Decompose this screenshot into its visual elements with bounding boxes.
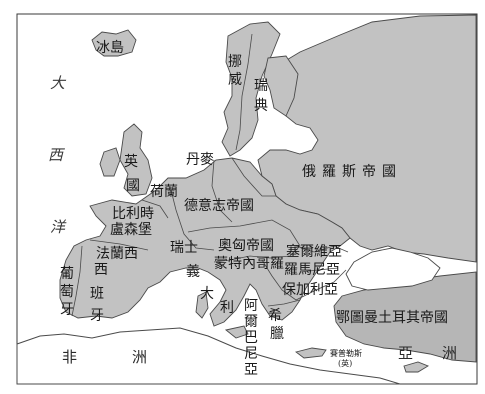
region-cyprus	[403, 361, 430, 373]
label-sweden-2: 典	[254, 98, 268, 114]
label-africa-2: 洲	[132, 348, 147, 366]
label-switzerland: 瑞士	[170, 240, 198, 256]
label-cyprus: 賽普勒斯 (英)	[330, 348, 362, 368]
label-africa-1: 非	[62, 348, 77, 366]
border-bulgaria	[299, 267, 339, 273]
label-sweden: 瑞 典	[254, 78, 268, 114]
label-albania: 阿 爾 巴 尼 亞	[244, 298, 258, 378]
atlantic-label-1: 大	[50, 74, 67, 92]
label-norway: 挪 威	[228, 54, 242, 88]
label-italy: 義 大 利	[186, 263, 234, 316]
label-italy-2: 大	[200, 286, 214, 302]
label-albania-4: 尼	[244, 346, 258, 362]
label-sweden-1: 瑞	[254, 78, 268, 94]
label-italy-3: 利	[220, 300, 234, 316]
label-bulgaria: 保加利亞	[282, 282, 338, 298]
label-albania-3: 巴	[244, 330, 258, 346]
border-benelux	[141, 199, 169, 219]
region-finland	[263, 55, 299, 117]
border-austria	[187, 219, 301, 263]
label-belgium: 比利時	[112, 206, 154, 222]
label-netherlands: 荷蘭	[150, 184, 178, 200]
border-romania	[295, 245, 349, 253]
label-portugal-3: 牙	[60, 302, 74, 318]
border-france-germany	[169, 185, 215, 251]
label-spain-3: 牙	[90, 308, 104, 324]
label-britain-1: 英	[124, 153, 138, 170]
border-iberia	[71, 245, 83, 317]
border-balkans	[261, 259, 347, 301]
atlantic-label-2: 西	[48, 146, 65, 164]
label-portugal-2: 萄	[60, 284, 74, 300]
label-spain-1: 西	[94, 262, 108, 278]
atlantic-label-3: 洋	[50, 218, 67, 236]
label-albania-5: 亞	[244, 362, 258, 378]
label-ottoman: 鄂圖曼土耳其帝國	[336, 310, 448, 326]
region-africa	[16, 327, 401, 385]
region-crete	[294, 347, 327, 359]
label-montenegro: 蒙特內哥羅	[214, 256, 284, 272]
label-greece-1: 希	[268, 308, 282, 324]
label-cyprus-2: (英)	[338, 358, 352, 368]
label-spain: 西 班 牙	[90, 262, 108, 324]
label-greece-2: 臘	[270, 326, 284, 342]
region-iceland	[91, 29, 137, 57]
label-austria: 奧匈帝國	[218, 238, 274, 254]
label-italy-1: 義	[186, 263, 200, 280]
label-norway-1: 挪	[228, 54, 242, 70]
label-serbia: 塞爾維亞	[286, 243, 342, 260]
border-germany-russia	[231, 157, 276, 197]
label-greece: 希 臘	[268, 308, 284, 342]
border-germany-east	[211, 159, 233, 223]
region-scandinavia	[221, 21, 281, 157]
region-sicily	[224, 325, 249, 339]
region-ireland	[99, 147, 121, 177]
label-spain-2: 班	[90, 286, 104, 302]
label-luxembourg: 盧森堡	[110, 222, 152, 238]
label-albania-2: 爾	[244, 314, 258, 330]
label-asia-1: 亞	[398, 344, 413, 362]
label-denmark: 丹麥	[186, 152, 214, 168]
label-iceland: 冰島	[96, 40, 124, 56]
label-norway-2: 威	[228, 72, 242, 88]
label-romania: 羅馬尼亞	[284, 262, 340, 278]
label-asia-2: 洲	[442, 344, 457, 362]
black-sea	[345, 247, 441, 291]
label-russia: 俄羅斯帝國	[302, 164, 402, 180]
label-portugal: 葡 萄 牙	[60, 266, 74, 318]
label-germany: 德意志帝國	[184, 197, 254, 214]
region-sardinia	[195, 291, 209, 319]
border-norway-sweden	[235, 33, 253, 151]
label-albania-1: 阿	[244, 298, 258, 314]
label-portugal-1: 葡	[60, 266, 74, 282]
border-greece	[267, 299, 301, 307]
border-france-spain	[89, 239, 149, 251]
label-cyprus-1: 賽普勒斯	[330, 348, 362, 358]
label-france: 法蘭西	[96, 246, 138, 262]
label-britain-2: 國	[126, 178, 140, 194]
region-britain	[119, 123, 153, 197]
